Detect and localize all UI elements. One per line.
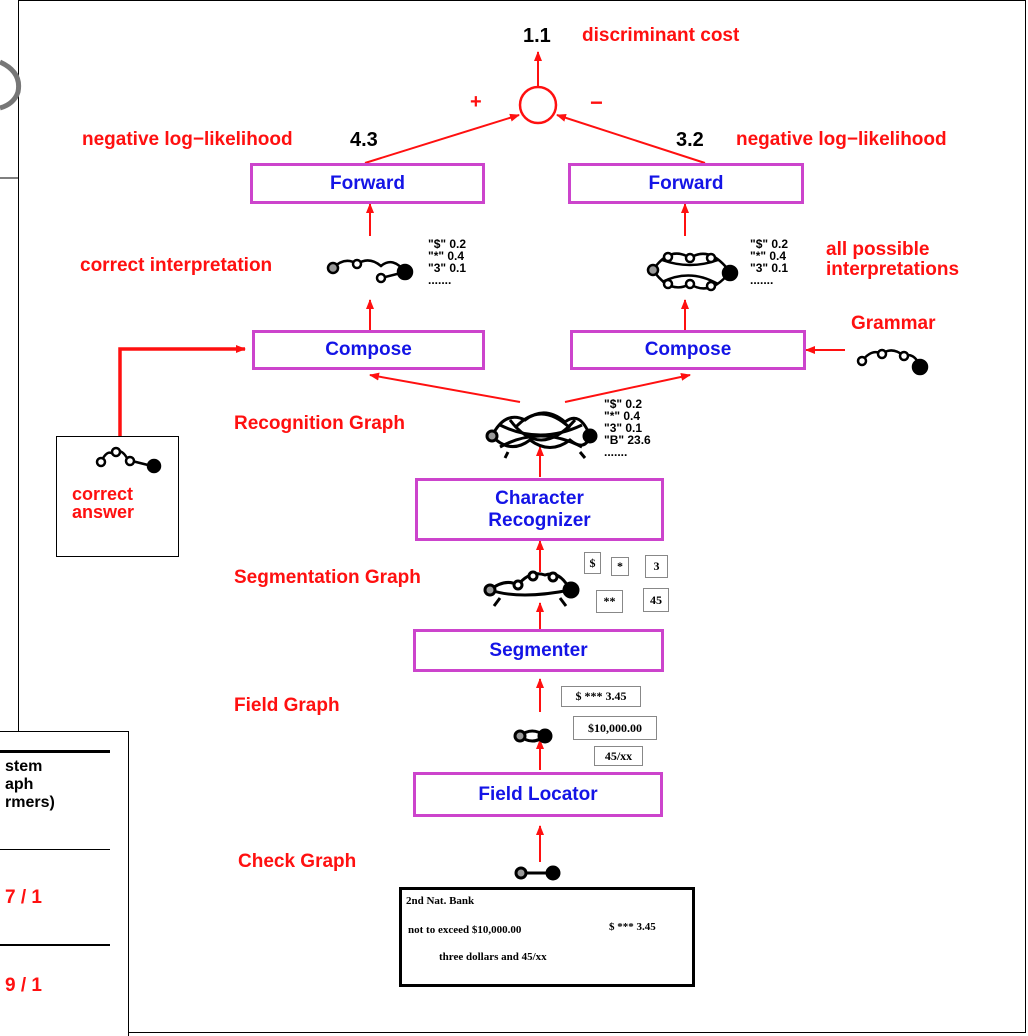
- segmenter-label: Segmenter: [489, 639, 588, 661]
- score-line: "*" 0.4: [428, 249, 465, 263]
- correct-interpretation-label: correct interpretation: [80, 255, 273, 276]
- table-rule: [0, 750, 110, 753]
- score-line: "3" 0.1: [750, 261, 789, 275]
- cost-circle: [518, 85, 558, 125]
- flow-arrows: [364, 51, 845, 862]
- score-line: "$" 0.2: [604, 397, 643, 411]
- table-header-line-1: stem: [5, 758, 43, 775]
- segment-image: **: [596, 590, 623, 613]
- check-amount-words: three dollars and 45/xx: [439, 951, 547, 963]
- segment-image: $: [584, 552, 601, 574]
- compose-left-label: Compose: [325, 339, 412, 361]
- field-image: $10,000.00: [573, 716, 657, 740]
- field-locator-box: Field Locator: [413, 772, 663, 817]
- compose-box-right: Compose: [570, 330, 806, 370]
- correct-answer-label-2: answer: [72, 502, 135, 522]
- compose-right-label: Compose: [644, 339, 732, 361]
- score-line: "$" 0.2: [750, 237, 789, 251]
- table-value-2: 9 / 1: [5, 975, 42, 996]
- check-amount: $ *** 3.45: [609, 921, 656, 933]
- recognition-graph-label: Recognition Graph: [234, 413, 405, 434]
- segmenter-box: Segmenter: [413, 629, 664, 672]
- character-recognizer-line-2: Recognizer: [488, 509, 591, 531]
- character-recognizer-line-1: Character: [495, 488, 584, 510]
- score-line: "$" 0.2: [428, 237, 467, 251]
- correct-answer-arrow: [118, 345, 246, 437]
- segmentation-graph: [483, 570, 580, 607]
- all-interpretations-graph: [646, 251, 739, 292]
- recognition-scores: "$" 0.2 "*" 0.4 "3" 0.1 "B" 23.6 .......: [604, 398, 651, 458]
- segment-image: 3: [645, 555, 668, 578]
- left-nll-value: 4.3: [350, 129, 378, 151]
- score-line: "B" 23.6: [604, 433, 651, 447]
- all-interpretations-label-2: interpretations: [826, 259, 960, 280]
- minus-sign: −: [590, 90, 603, 115]
- check-image: 2nd Nat. Bank not to exceed $10,000.00 $…: [399, 887, 695, 987]
- score-line: .......: [750, 273, 774, 287]
- correct-answer-box: [56, 436, 179, 557]
- field-image: $ *** 3.45: [561, 686, 641, 707]
- right-scores: "$" 0.2 "*" 0.4 "3" 0.1 .......: [750, 238, 788, 286]
- table-header-line-2: aph: [5, 776, 34, 793]
- correct-interpretation-graph: [326, 258, 414, 284]
- score-line: "*" 0.4: [604, 409, 641, 423]
- forward-box-left: Forward: [250, 163, 485, 204]
- score-line: "*" 0.4: [750, 249, 787, 263]
- cost-label: discriminant cost: [582, 25, 740, 46]
- slide-remnants: [0, 59, 22, 179]
- plus-sign: +: [470, 91, 482, 113]
- slide-frame: [18, 0, 1026, 1033]
- field-graph: [513, 728, 553, 744]
- score-line: .......: [428, 273, 452, 287]
- correct-answer-graph: [95, 446, 162, 474]
- segment-image: 45: [643, 588, 669, 612]
- field-locator-label: Field Locator: [478, 783, 598, 805]
- grammar-graph: [856, 348, 929, 376]
- compose-box-left: Compose: [252, 330, 485, 370]
- score-line: "3" 0.1: [604, 421, 643, 435]
- table-header-line-3: rmers): [5, 794, 55, 811]
- right-nll-value: 3.2: [676, 129, 704, 151]
- right-nll-label: negative log−likelihood: [736, 129, 947, 150]
- segment-image: *: [611, 557, 629, 576]
- check-bank-name: 2nd Nat. Bank: [406, 895, 475, 907]
- table-rule: [0, 944, 110, 946]
- left-nll-label: negative log−likelihood: [82, 129, 293, 150]
- segmentation-graph-label: Segmentation Graph: [234, 567, 421, 588]
- table-rule: [0, 849, 110, 850]
- forward-left-label: Forward: [330, 172, 405, 194]
- all-interpretations-label-1: all possible: [826, 239, 930, 260]
- score-line: .......: [604, 445, 628, 459]
- grammar-label: Grammar: [851, 313, 936, 334]
- partial-results-table: stem aph rmers) 7 / 1 9 / 1: [0, 731, 129, 1036]
- field-graph-label: Field Graph: [234, 695, 340, 716]
- recognition-graph: [485, 411, 598, 459]
- left-scores: "$" 0.2 "*" 0.4 "3" 0.1 .......: [428, 238, 466, 286]
- correct-answer-label-1: correct: [72, 484, 134, 504]
- check-graph-label: Check Graph: [238, 851, 357, 872]
- check-limit-text: not to exceed $10,000.00: [408, 924, 522, 936]
- table-value-1: 7 / 1: [5, 887, 42, 908]
- forward-right-label: Forward: [648, 172, 724, 194]
- field-image: 45/xx: [594, 746, 643, 766]
- forward-box-right: Forward: [568, 163, 804, 204]
- check-graph: [514, 865, 561, 881]
- score-line: "3" 0.1: [428, 261, 467, 275]
- cost-value: 1.1: [523, 25, 551, 47]
